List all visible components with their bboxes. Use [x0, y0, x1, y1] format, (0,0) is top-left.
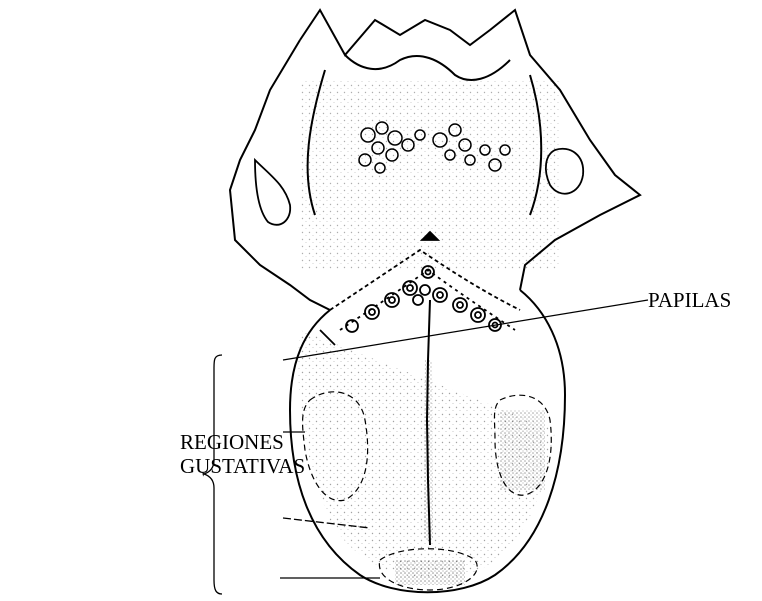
label-regiones-line2: GUSTATIVAS	[180, 455, 305, 479]
label-regiones-gustativas: REGIONES GUSTATIVAS	[180, 431, 305, 478]
label-regiones-line1: REGIONES	[180, 431, 305, 455]
label-papilas: PAPILAS	[648, 289, 731, 313]
